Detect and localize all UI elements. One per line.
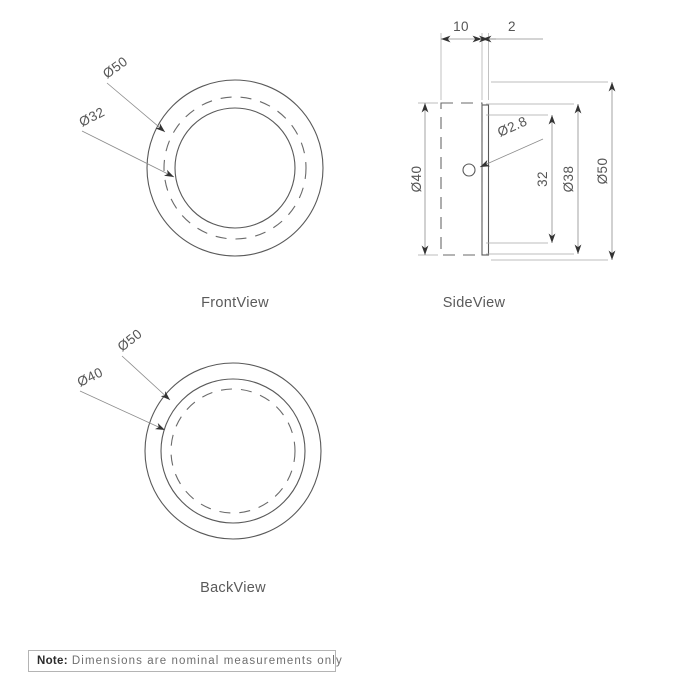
front-dim-d32: Ø32 [77,104,108,129]
side-view-group: 10 2 Ø40 Ø2.8 32 Ø38 Ø50 S [409,19,616,311]
note-label: Note: [37,655,68,667]
note-text: Dimensions are nominal measurements only [71,655,343,667]
back-leader-d50 [121,355,171,401]
side-body-hidden-outline [440,102,483,256]
side-flange-outline [481,104,490,256]
side-dim-10: 10 [453,19,469,34]
back-dim-d50: Ø50 [115,326,145,354]
front-bore-circle [174,107,296,229]
back-dim-d40: Ø40 [75,365,106,390]
side-dim-d38: Ø38 [561,166,576,193]
front-leader-d32 [81,130,175,178]
back-leader-d40 [79,390,166,431]
front-view-label: FrontView [201,295,269,311]
back-recess-circle [160,378,306,524]
side-dim-d50: Ø50 [595,158,610,185]
front-view-group: Ø50 Ø32 FrontView [77,54,324,311]
back-view-label: BackView [200,580,266,596]
front-outer-circle [146,79,324,257]
back-outer-circle [144,362,322,540]
side-dim-32: 32 [535,171,550,187]
side-hole-circle [462,163,476,177]
side-view-label: SideView [443,295,506,311]
back-hidden-circle [170,388,296,514]
front-dim-d50: Ø50 [100,54,130,82]
front-leader-d50 [106,82,166,133]
side-dim-d40: Ø40 [409,166,424,193]
back-view-group: Ø50 Ø40 BackView [75,326,322,596]
side-leader-d28 [479,138,544,168]
side-dim-2: 2 [508,19,516,34]
side-dim-d28: Ø2.8 [495,113,529,139]
note-box: Note: Dimensions are nominal measurement… [28,650,342,672]
front-hidden-circle [163,96,307,240]
